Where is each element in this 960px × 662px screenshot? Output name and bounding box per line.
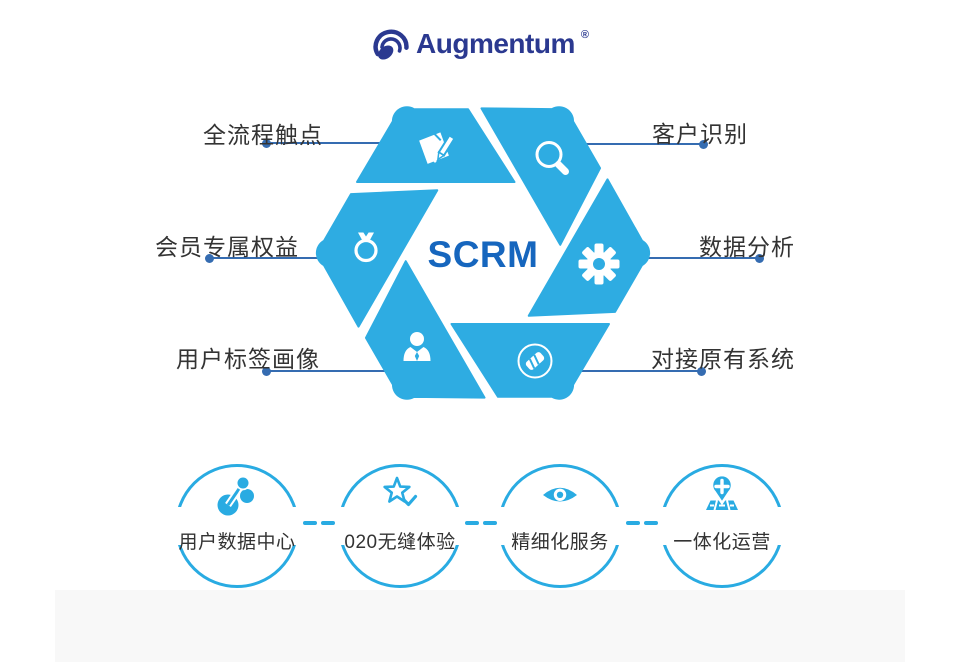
- connector-dot-top-left: [262, 139, 271, 148]
- logo-text: Augmentum: [416, 28, 575, 59]
- star-check-icon: [383, 476, 418, 507]
- label-middle-right: 数据分析: [699, 234, 795, 260]
- connector-dash: [303, 521, 317, 525]
- circle-stroke-gap: [168, 507, 182, 545]
- label-top-left: 全流程触点: [203, 122, 323, 148]
- person-icon: [403, 332, 431, 361]
- ring-icon: [354, 232, 378, 263]
- logo-registered-mark: ®: [580, 29, 589, 41]
- swirl-logo-icon: [373, 29, 409, 60]
- connector-dash: [465, 521, 479, 525]
- gear-icon: [578, 243, 620, 285]
- molecule-icon: [217, 475, 257, 516]
- connector-line-bottom-left: [266, 370, 400, 372]
- circle-label-refined-service: 精细化服务: [511, 532, 609, 553]
- connector-dash: [644, 521, 658, 525]
- connector-dot-top-right: [699, 140, 708, 149]
- connector-line-top-right: [576, 143, 703, 145]
- magnifier-icon: [535, 141, 569, 175]
- memo-pencil-icon: [419, 132, 456, 164]
- connector-line-middle-right: [642, 257, 759, 259]
- circle-stroke-gap: [777, 507, 791, 545]
- label-top-right: 客户识别: [652, 121, 748, 147]
- connector-line-middle-left: [209, 257, 330, 259]
- connector-dot-bottom-left: [262, 367, 271, 376]
- circle-stroke-gap: [331, 507, 345, 545]
- connector-dash: [321, 521, 335, 525]
- label-middle-left: 会员专属权益: [155, 234, 299, 260]
- connector-dash: [483, 521, 497, 525]
- connector-line-top-left: [266, 142, 400, 144]
- connector-dot-middle-left: [205, 254, 214, 263]
- center-title: SCRM: [427, 234, 539, 275]
- map-pin-icon: [706, 473, 738, 511]
- connector-dot-middle-right: [755, 254, 764, 263]
- circle-stroke-gap: [653, 507, 667, 545]
- eye-icon: [543, 487, 577, 502]
- connector-dash: [626, 521, 640, 525]
- connector-dot-bottom-right: [697, 367, 706, 376]
- circle-stroke-gap: [491, 507, 505, 545]
- hexagon-aperture: [303, 88, 663, 418]
- card-link-icon: [517, 343, 553, 379]
- circle-stroke-gap: [455, 507, 469, 545]
- circle-label-o2o-experience: 020无缝体验: [344, 532, 456, 553]
- label-bottom-right: 对接原有系统: [651, 346, 795, 372]
- circle-stroke-gap: [292, 507, 306, 545]
- circle-stroke-gap: [615, 507, 629, 545]
- label-bottom-left: 用户标签画像: [176, 346, 320, 372]
- circle-label-user-data-center: 用户数据中心: [178, 532, 296, 553]
- connector-line-bottom-right: [566, 370, 701, 372]
- footer-band: [55, 590, 905, 662]
- circle-label-integrated-operation: 一体化运营: [673, 532, 771, 553]
- logo: Augmentum ®: [0, 27, 960, 61]
